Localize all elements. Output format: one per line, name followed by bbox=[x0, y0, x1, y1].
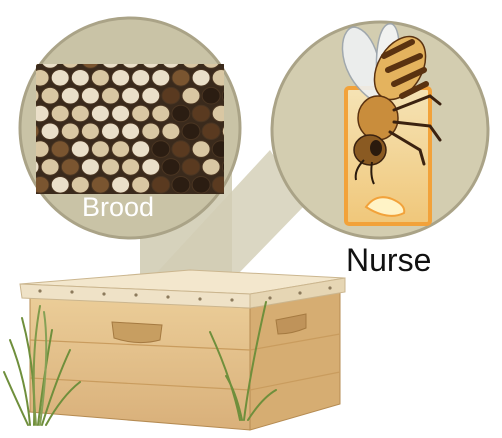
comb-cell bbox=[91, 141, 109, 158]
comb-cell bbox=[81, 123, 99, 140]
comb-cell bbox=[192, 105, 210, 122]
comb-cell bbox=[112, 105, 130, 122]
bee-eye bbox=[370, 140, 382, 156]
comb-cell bbox=[61, 87, 79, 104]
comb-cell bbox=[71, 70, 89, 87]
comb-cell bbox=[202, 159, 220, 176]
comb-cell bbox=[122, 123, 140, 140]
comb-cell bbox=[41, 87, 59, 104]
comb-cell bbox=[122, 87, 140, 104]
comb-cell bbox=[81, 87, 99, 104]
honeycomb-brood-photo bbox=[21, 52, 240, 211]
comb-cell bbox=[51, 70, 69, 87]
comb-cell bbox=[152, 141, 170, 158]
comb-cell bbox=[112, 177, 130, 194]
comb-cell bbox=[102, 87, 120, 104]
nurse-label: Nurse bbox=[346, 242, 431, 279]
comb-cell bbox=[61, 123, 79, 140]
comb-cell bbox=[162, 123, 180, 140]
comb-cell bbox=[222, 52, 240, 69]
brood-label: Brood bbox=[82, 192, 154, 223]
comb-cell bbox=[21, 194, 39, 211]
comb-cell bbox=[102, 123, 120, 140]
comb-cell bbox=[61, 159, 79, 176]
comb-cell bbox=[202, 87, 220, 104]
comb-cell bbox=[71, 141, 89, 158]
comb-cell bbox=[91, 70, 109, 87]
comb-cell bbox=[192, 141, 210, 158]
comb-cell bbox=[132, 105, 150, 122]
comb-cell bbox=[142, 87, 160, 104]
comb-cell bbox=[182, 159, 200, 176]
comb-cell bbox=[91, 105, 109, 122]
hive-handhold-front bbox=[112, 322, 162, 343]
comb-cell bbox=[51, 177, 69, 194]
comb-cell bbox=[112, 141, 130, 158]
comb-cell bbox=[162, 159, 180, 176]
comb-cell bbox=[21, 52, 39, 69]
comb-cell bbox=[142, 159, 160, 176]
comb-cell bbox=[152, 70, 170, 87]
comb-cell bbox=[132, 177, 150, 194]
comb-cell bbox=[51, 105, 69, 122]
hive-front bbox=[30, 296, 250, 430]
comb-cell bbox=[152, 105, 170, 122]
comb-cell bbox=[81, 159, 99, 176]
wooden-beehive-box bbox=[20, 270, 345, 430]
comb-cell bbox=[182, 123, 200, 140]
comb-cell bbox=[192, 177, 210, 194]
comb-cell bbox=[132, 70, 150, 87]
comb-cell bbox=[162, 87, 180, 104]
comb-cell bbox=[122, 159, 140, 176]
comb-cell bbox=[112, 70, 130, 87]
comb-cell bbox=[132, 141, 150, 158]
comb-cell bbox=[41, 159, 59, 176]
comb-cell bbox=[142, 123, 160, 140]
comb-cell bbox=[41, 123, 59, 140]
comb-cell bbox=[202, 123, 220, 140]
comb-cell bbox=[182, 87, 200, 104]
comb-cell bbox=[172, 105, 190, 122]
comb-cell bbox=[71, 105, 89, 122]
comb-cell bbox=[102, 159, 120, 176]
comb-cell bbox=[172, 70, 190, 87]
comb-cell bbox=[192, 70, 210, 87]
comb-cell bbox=[152, 177, 170, 194]
comb-cell bbox=[172, 177, 190, 194]
comb-cell bbox=[91, 177, 109, 194]
comb-cell bbox=[51, 141, 69, 158]
comb-cell bbox=[172, 141, 190, 158]
comb-cell bbox=[71, 177, 89, 194]
